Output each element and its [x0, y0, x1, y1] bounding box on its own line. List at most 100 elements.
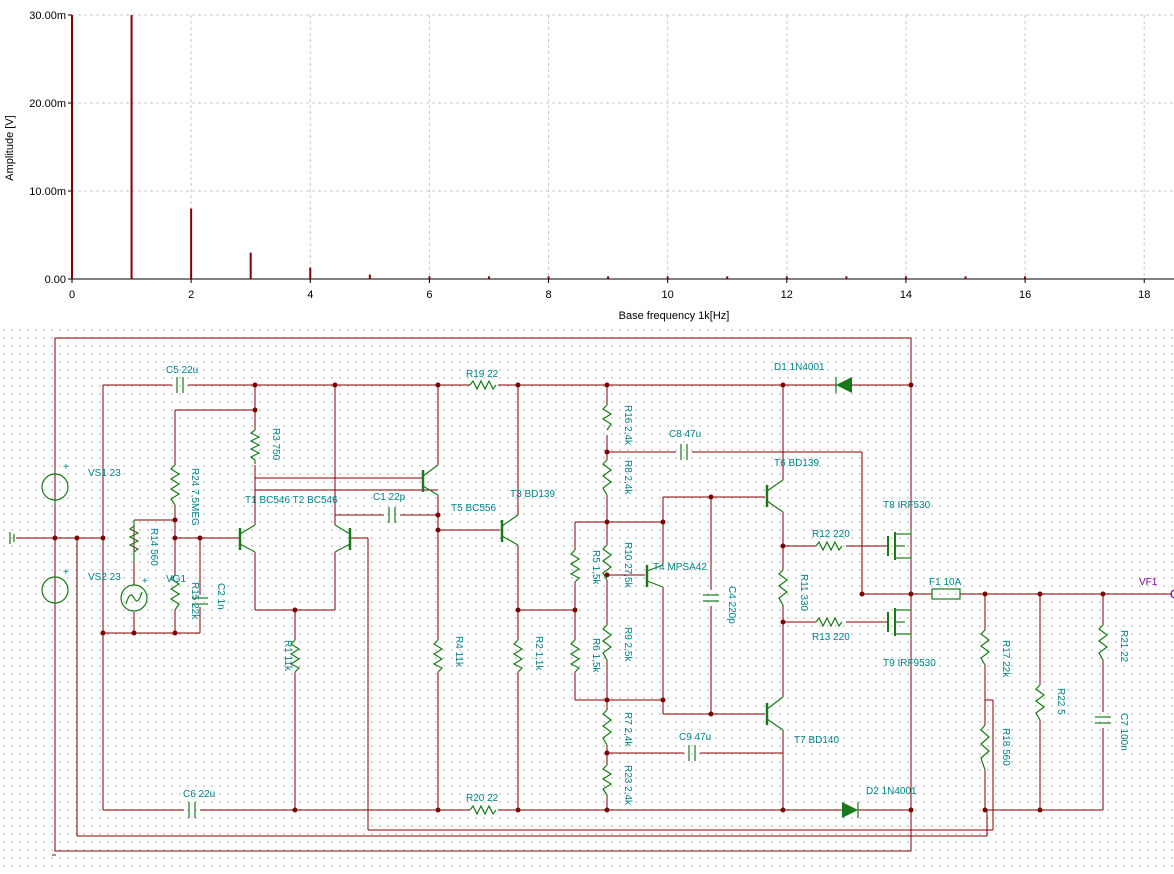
spectrum-bar — [249, 252, 252, 279]
resistor-r21-icon[interactable] — [1098, 624, 1108, 661]
resistor-r23-icon[interactable] — [601, 764, 613, 796]
capacitor-c1-icon[interactable] — [388, 507, 396, 523]
resistor-r7-icon[interactable] — [602, 709, 612, 746]
x-tick-label: 16 — [1019, 289, 1031, 301]
resistor-r8-icon[interactable] — [602, 459, 612, 496]
capacitor-c6-icon[interactable] — [188, 802, 196, 818]
resistor-r4-icon[interactable] — [432, 639, 444, 673]
label-c9: C9 47u — [679, 732, 711, 743]
label-r22: R22 5 — [1055, 688, 1066, 715]
y-tick-label: 30.00m — [29, 10, 66, 22]
mosfet-t9-icon[interactable] — [887, 608, 912, 640]
resistor-r12-icon[interactable] — [815, 540, 843, 552]
label-r19: R19 22 — [466, 369, 499, 380]
transistor-t4-icon[interactable] — [645, 564, 664, 588]
capacitor-c2-icon[interactable] — [192, 597, 208, 605]
resistor-r24-icon[interactable] — [169, 464, 181, 506]
capacitor-c7-icon[interactable] — [1095, 716, 1111, 724]
resistor-r15-icon[interactable] — [169, 574, 181, 611]
label-vg1: VG1 — [166, 574, 186, 585]
label-r1: R1 11k — [282, 640, 293, 672]
component-labels: VS1 23 VS2 23 + + + VG1 C5 22u C6 22u R1… — [63, 362, 1158, 806]
x-tick-label: 2 — [188, 289, 194, 301]
resistor-r22-icon[interactable] — [1035, 684, 1045, 721]
label-r17: R17 22k — [1000, 640, 1011, 678]
spectrum-bar — [845, 276, 848, 279]
y-tick-label: 10.00m — [29, 186, 66, 198]
resistor-r10-icon[interactable] — [602, 544, 612, 581]
resistor-r18-icon[interactable] — [980, 724, 990, 771]
label-r8: R8 2,4k — [622, 460, 633, 495]
label-t4: T4 MPSA42 — [653, 562, 707, 573]
transistor-t3-icon[interactable] — [500, 514, 519, 546]
capacitor-c9-icon[interactable] — [688, 745, 696, 761]
resistor-r13-icon[interactable] — [815, 616, 843, 628]
label-t6: T6 BD139 — [774, 458, 819, 469]
y-axis-label: Amplitude [V] — [4, 115, 16, 180]
spectrum-bar — [309, 267, 312, 279]
resistor-r1-icon[interactable] — [289, 639, 301, 673]
resistor-r9-icon[interactable] — [602, 624, 612, 661]
resistor-r14-icon[interactable] — [128, 520, 140, 562]
transistor-t5-icon[interactable] — [421, 464, 439, 496]
transistor-t6-icon[interactable] — [765, 479, 784, 513]
output-probe-vf1-icon[interactable] — [1170, 589, 1174, 599]
label-c8: C8 47u — [669, 429, 701, 440]
label-t1-t2: T1 BC546 T2 BC546 — [245, 495, 338, 506]
transistor-t1-icon[interactable] — [238, 524, 256, 553]
spectrum-bar — [368, 274, 371, 279]
label-vs2: VS2 23 — [88, 572, 121, 583]
capacitor-c8-icon[interactable] — [680, 444, 688, 460]
chart-grid — [72, 14, 1174, 279]
schematic-wires — [16, 384, 1172, 851]
resistor-r2-icon[interactable] — [512, 639, 524, 673]
spectrum-bar — [726, 276, 729, 279]
label-r7: R7 2,4k — [622, 712, 633, 747]
x-axis-label: Base frequency 1k[Hz] — [619, 310, 730, 322]
input-terminal-icon — [9, 532, 15, 544]
label-r12: R12 220 — [812, 529, 850, 540]
spectrum-bar — [785, 276, 788, 279]
label-t8: T8 IRF530 — [883, 500, 931, 511]
label-plus-vs1: + — [63, 462, 69, 473]
resistor-r20-icon[interactable] — [469, 804, 497, 816]
transistor-t7-icon[interactable] — [765, 696, 784, 731]
spectrum-bar — [487, 276, 490, 279]
capacitor-c4-icon[interactable] — [703, 594, 719, 602]
label-r10: R10 27,5k — [622, 542, 633, 589]
label-c1: C1 22p — [373, 492, 406, 503]
resistor-r5-icon[interactable] — [569, 549, 581, 583]
fuse-f1-icon[interactable] — [931, 588, 961, 600]
diode-d1-icon[interactable] — [835, 377, 852, 393]
resistor-r16-icon[interactable] — [601, 404, 613, 431]
schematic-nodes — [52, 382, 1106, 813]
label-r2: R2 1,1k — [533, 636, 544, 671]
label-r24: R24 7,5MEG — [189, 468, 200, 526]
label-d1: D1 1N4001 — [774, 362, 825, 373]
diode-d2-icon[interactable] — [842, 802, 859, 818]
resistor-r19-icon[interactable] — [469, 379, 497, 391]
resistor-r3-icon[interactable] — [249, 429, 261, 464]
signal-generator-vg1-icon[interactable] — [120, 584, 148, 612]
label-t3: T3 BD139 — [510, 489, 555, 500]
schematic-canvas[interactable]: VS1 23 VS2 23 + + + VG1 C5 22u C6 22u R1… — [0, 326, 1174, 869]
x-tick-label: 6 — [426, 289, 432, 301]
label-c2: C2 1n — [215, 583, 226, 610]
mosfet-t8-icon[interactable] — [887, 530, 912, 560]
label-r13: R13 220 — [812, 632, 850, 643]
spectrum-bar — [964, 276, 967, 279]
voltage-source-vs2-icon[interactable] — [41, 576, 69, 604]
label-c4: C4 220p — [726, 586, 737, 624]
capacitor-c5-icon[interactable] — [176, 377, 184, 393]
voltage-source-vs1-icon[interactable] — [41, 470, 69, 505]
resistor-r11-icon[interactable] — [778, 569, 788, 606]
resistor-r17-icon[interactable] — [980, 629, 990, 666]
transistor-t2-icon[interactable] — [334, 524, 352, 553]
resistor-r6-icon[interactable] — [569, 639, 581, 673]
spectrum-bar — [666, 276, 669, 279]
label-f1: F1 10A — [929, 577, 962, 588]
chart-bars — [71, 15, 1027, 279]
y-tick-label: 0.00 — [45, 274, 66, 286]
